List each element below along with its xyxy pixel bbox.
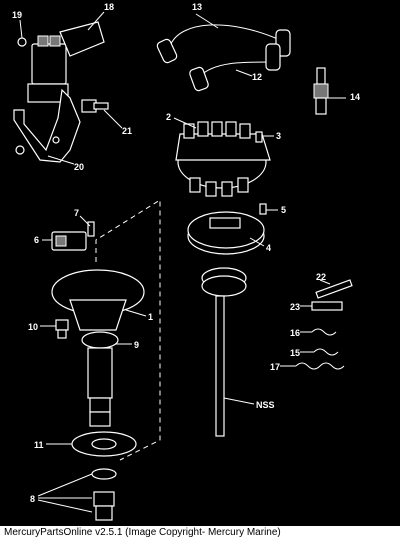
callout-18: 18 — [104, 2, 114, 12]
exploded-parts-diagram: 18 19 13 12 14 21 20 2 3 5 4 7 6 1 10 9 … — [12, 2, 361, 521]
callout-16: 16 — [290, 328, 300, 338]
copyright-caption: MercuryPartsOnline v2.5.1 (Image Copyrig… — [0, 526, 400, 539]
spark-plug — [313, 67, 329, 115]
callout-3: 3 — [276, 131, 281, 141]
callout-8: 8 — [30, 494, 35, 504]
callout-1: 1 — [148, 312, 153, 322]
callout-9: 9 — [134, 340, 139, 350]
rotor-screw — [259, 203, 267, 215]
callout-7: 7 — [74, 208, 79, 218]
assembly-centerline — [95, 199, 161, 461]
wire-clip-17 — [295, 362, 345, 370]
coil-bracket — [13, 88, 81, 163]
callout-14: 14 — [350, 92, 360, 102]
rotor — [187, 211, 265, 255]
wire-retainer-23 — [311, 301, 343, 311]
distributor-housing — [51, 269, 145, 427]
callout-19: 19 — [12, 10, 22, 20]
callout-labels: 18 19 13 12 14 21 20 2 3 5 4 7 6 1 10 9 … — [12, 2, 360, 504]
wire-retainer-22 — [315, 279, 353, 299]
bracket-bolt — [81, 99, 109, 113]
callout-10: 10 — [28, 322, 38, 332]
callout-5: 5 — [281, 205, 286, 215]
distributor-cap — [175, 121, 271, 197]
wire-clip-16 — [311, 328, 337, 336]
callout-13: 13 — [192, 2, 202, 12]
leader-lines — [19, 11, 346, 513]
callout-6: 6 — [34, 235, 39, 245]
callout-4: 4 — [266, 243, 271, 253]
callout-21: 21 — [122, 126, 132, 136]
distributor-shaft — [201, 267, 247, 437]
callout-nss: NSS — [256, 400, 275, 410]
callout-22: 22 — [316, 272, 326, 282]
ignition-module — [51, 231, 87, 251]
callout-2: 2 — [166, 112, 171, 122]
clamp-bolt — [55, 319, 69, 339]
callout-12: 12 — [252, 72, 262, 82]
callout-17: 17 — [270, 362, 280, 372]
callout-11: 11 — [34, 440, 44, 450]
wire-clip-15 — [313, 348, 339, 356]
module-screw — [87, 221, 95, 237]
spark-plug-wire-12 — [189, 43, 281, 92]
cap-screw — [255, 131, 263, 143]
ignition-coil — [17, 21, 105, 103]
thrust-washer — [71, 431, 137, 457]
callout-20: 20 — [74, 162, 84, 172]
callout-23: 23 — [290, 302, 300, 312]
drive-gear — [91, 468, 117, 521]
callout-15: 15 — [290, 348, 300, 358]
